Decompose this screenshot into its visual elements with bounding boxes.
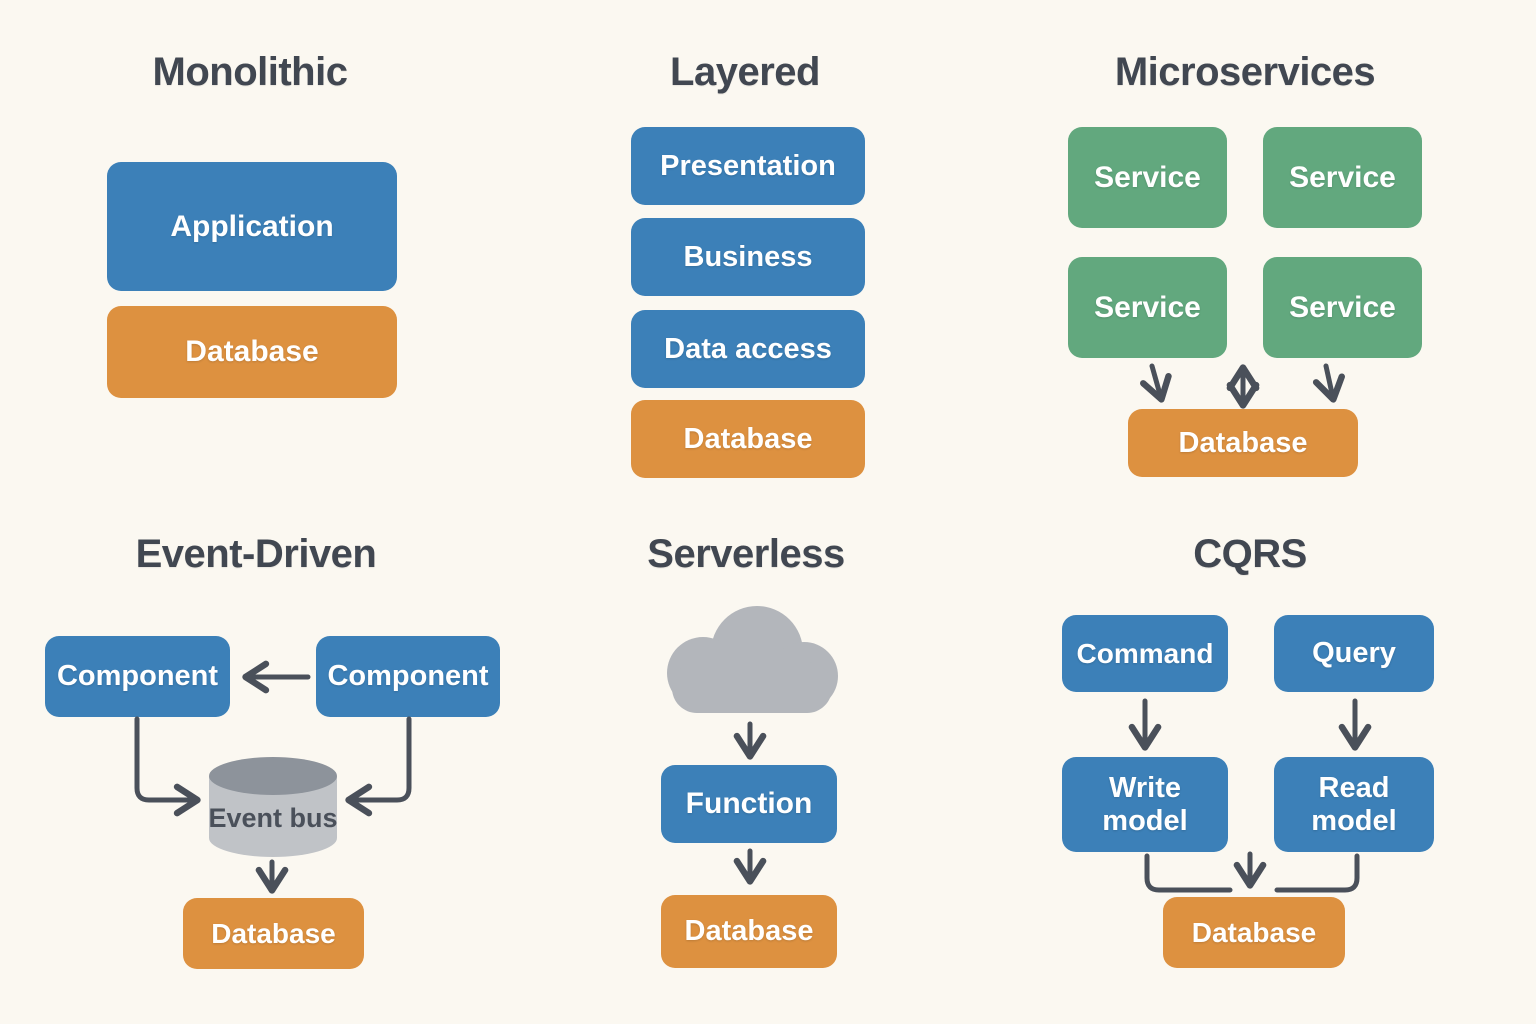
component-box-left: Component [45, 636, 230, 717]
service-box-2: Service [1263, 127, 1422, 228]
panel-title-monolithic: Monolithic [152, 50, 348, 94]
database-box-serverless: Database [661, 895, 837, 968]
layer-box-data-access: Data access [631, 310, 865, 388]
elbow-arrow-icon-right-to-bus [345, 716, 412, 817]
service-box-3: Service [1068, 257, 1227, 358]
command-box: Command [1062, 615, 1228, 692]
component-box-right: Component [316, 636, 500, 717]
arrow-down-icon-microservices-left [1140, 363, 1172, 403]
database-box-layered: Database [631, 400, 865, 478]
database-box-microservices: Database [1128, 409, 1358, 477]
query-box: Query [1274, 615, 1434, 692]
database-box-event-driven: Database [183, 898, 364, 969]
application-box: Application [107, 162, 397, 291]
panel-title-serverless: Serverless [647, 532, 845, 576]
write-model-box: Write model [1062, 757, 1228, 852]
event-bus-cylinder-icon: Event bus [208, 757, 338, 857]
service-box-4: Service [1263, 257, 1422, 358]
panel-title-event-driven: Event-Driven [135, 532, 377, 576]
panel-title-microservices: Microservices [1114, 50, 1376, 94]
database-box-cqrs: Database [1163, 897, 1345, 968]
event-bus-label: Event bus [208, 803, 337, 833]
service-box-1: Service [1068, 127, 1227, 228]
elbow-line-icon-write-to-database [1144, 853, 1233, 893]
elbow-arrow-icon-left-to-bus [134, 716, 201, 817]
panel-title-layered: Layered [670, 50, 820, 94]
database-box-monolithic: Database [107, 306, 397, 398]
cloud-icon [667, 606, 838, 713]
panel-title-cqrs: CQRS [1193, 532, 1307, 576]
layer-box-presentation: Presentation [631, 127, 865, 205]
layer-box-business: Business [631, 218, 865, 296]
arrow-down-icon-microservices-right [1312, 363, 1345, 403]
read-model-box: Read model [1274, 757, 1434, 852]
elbow-line-icon-read-to-database [1274, 853, 1360, 893]
function-box: Function [661, 765, 837, 843]
